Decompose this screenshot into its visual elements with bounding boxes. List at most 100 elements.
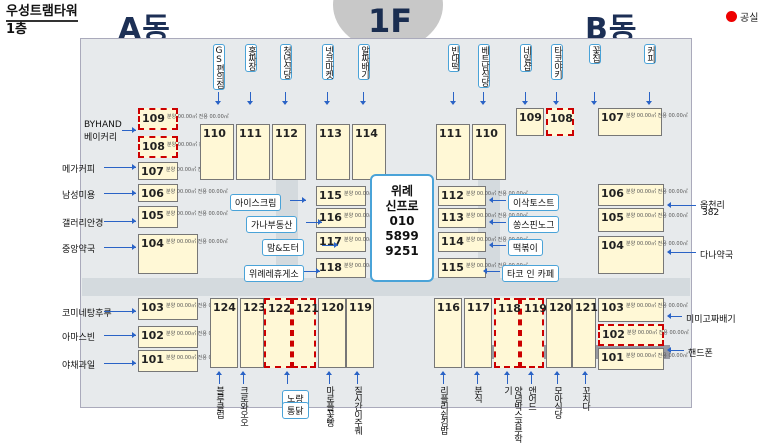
bottom-tenant-label: 질시간이주퀘 [352, 386, 362, 434]
floor-subtitle: 1층 [6, 22, 28, 37]
top-tenant-label: 넷코마켓 [322, 44, 334, 80]
right-tenant-label: 핸드폰 [688, 349, 713, 359]
pointer-arrow [104, 218, 136, 224]
pointer-arrow [282, 92, 288, 105]
pointer-arrow [667, 249, 696, 255]
a-unit-111[interactable]: 111 [236, 124, 270, 180]
a-unit-110[interactable]: 110 [200, 124, 234, 180]
vacancy-legend-label: 공실 [740, 13, 759, 24]
pointer-arrow [522, 92, 528, 105]
top-tenant-label: GS편의점 [213, 44, 225, 90]
bottom-tenant-label: 크로와오오 [238, 386, 248, 426]
unit-number: 114 [441, 235, 464, 248]
a-unit-119[interactable]: 119 [346, 298, 374, 368]
pointer-arrow [489, 219, 506, 225]
pointer-arrow [104, 332, 136, 338]
unit-number: 106 [141, 187, 164, 200]
a-unit-121[interactable]: 121 [292, 298, 319, 368]
sign-line-1: 위례 [390, 184, 414, 198]
b-unit-109[interactable]: 109 [516, 108, 544, 136]
bottom-tenant-label: 블루클럽 [214, 386, 224, 418]
unit-area-info: 분양 00.00㎡ 전용 00.00㎡ [625, 113, 688, 119]
b-unit-119[interactable]: 119 [520, 298, 547, 368]
right-tenant-label: 다나약국 [700, 251, 734, 261]
unit-number: 117 [467, 301, 490, 314]
b-unit-116[interactable]: 116 [434, 298, 462, 368]
center-b-tenant-label: 쏭스핀노그 [508, 216, 560, 233]
bottom-tenant-label: 분식 [472, 386, 482, 402]
top-tenant-label: 알짜배기 [358, 44, 370, 80]
unit-number: 111 [239, 127, 262, 140]
b-unit-111[interactable]: 111 [436, 124, 470, 180]
b-unit-120[interactable]: 120 [546, 298, 572, 368]
unit-area-info: 분양 00.00㎡ 전용 00.00㎡ [165, 167, 228, 173]
unit-number: 105 [141, 209, 164, 222]
top-tenant-label: 네일샵 [520, 44, 532, 72]
top-tenant-label: 청년식당 [280, 44, 292, 80]
pointer-arrow [582, 371, 588, 384]
pointer-arrow [667, 313, 682, 319]
a-unit-112[interactable]: 112 [272, 124, 306, 180]
unit-number: 102 [141, 329, 164, 342]
b-unit-121[interactable]: 121 [572, 298, 598, 368]
b-unit-110[interactable]: 110 [472, 124, 506, 180]
pointer-arrow [306, 219, 322, 225]
unit-area-info: 분양 00.00㎡ 전용 00.00㎡ [166, 142, 229, 148]
a-unit-114[interactable]: 114 [352, 124, 386, 180]
unit-number: 123 [243, 301, 266, 314]
pointer-arrow [104, 244, 136, 250]
pointer-arrow [646, 92, 652, 105]
b-unit-108[interactable]: 108 [546, 108, 574, 136]
a-unit-120[interactable]: 120 [318, 298, 346, 368]
unit-area-info: 분양 00.00㎡ 전용 00.00㎡ [165, 303, 228, 309]
a-unit-124[interactable]: 124 [210, 298, 238, 368]
right-tenant-label: 382 [702, 208, 720, 218]
building-title: 우성트램타워 [6, 4, 78, 22]
pointer-arrow [240, 371, 246, 384]
unit-number: 121 [575, 301, 598, 314]
unit-number: 110 [475, 127, 498, 140]
b-unit-117[interactable]: 117 [464, 298, 492, 368]
pointer-arrow [322, 242, 338, 248]
b-unit-118[interactable]: 118 [494, 298, 521, 368]
pointer-arrow [104, 164, 136, 170]
pointer-arrow [324, 92, 330, 105]
pointer-arrow [354, 371, 360, 384]
a-unit-113[interactable]: 113 [316, 124, 350, 180]
unit-area-info: 분양 00.00㎡ 전용 00.00㎡ [465, 237, 528, 243]
unit-area-info: 분양 00.00㎡ 전용 00.00㎡ [465, 213, 528, 219]
pointer-arrow [667, 347, 684, 353]
a-unit-123[interactable]: 123 [240, 298, 266, 368]
unit-number: 115 [319, 189, 342, 202]
center-a-tenant-label: 맘&도터 [262, 239, 304, 256]
unit-number: 120 [549, 301, 572, 314]
unit-number: 120 [321, 301, 344, 314]
unit-number: 110 [203, 127, 226, 140]
a-unit-122[interactable]: 122 [264, 298, 292, 368]
unit-number: 101 [601, 351, 624, 364]
